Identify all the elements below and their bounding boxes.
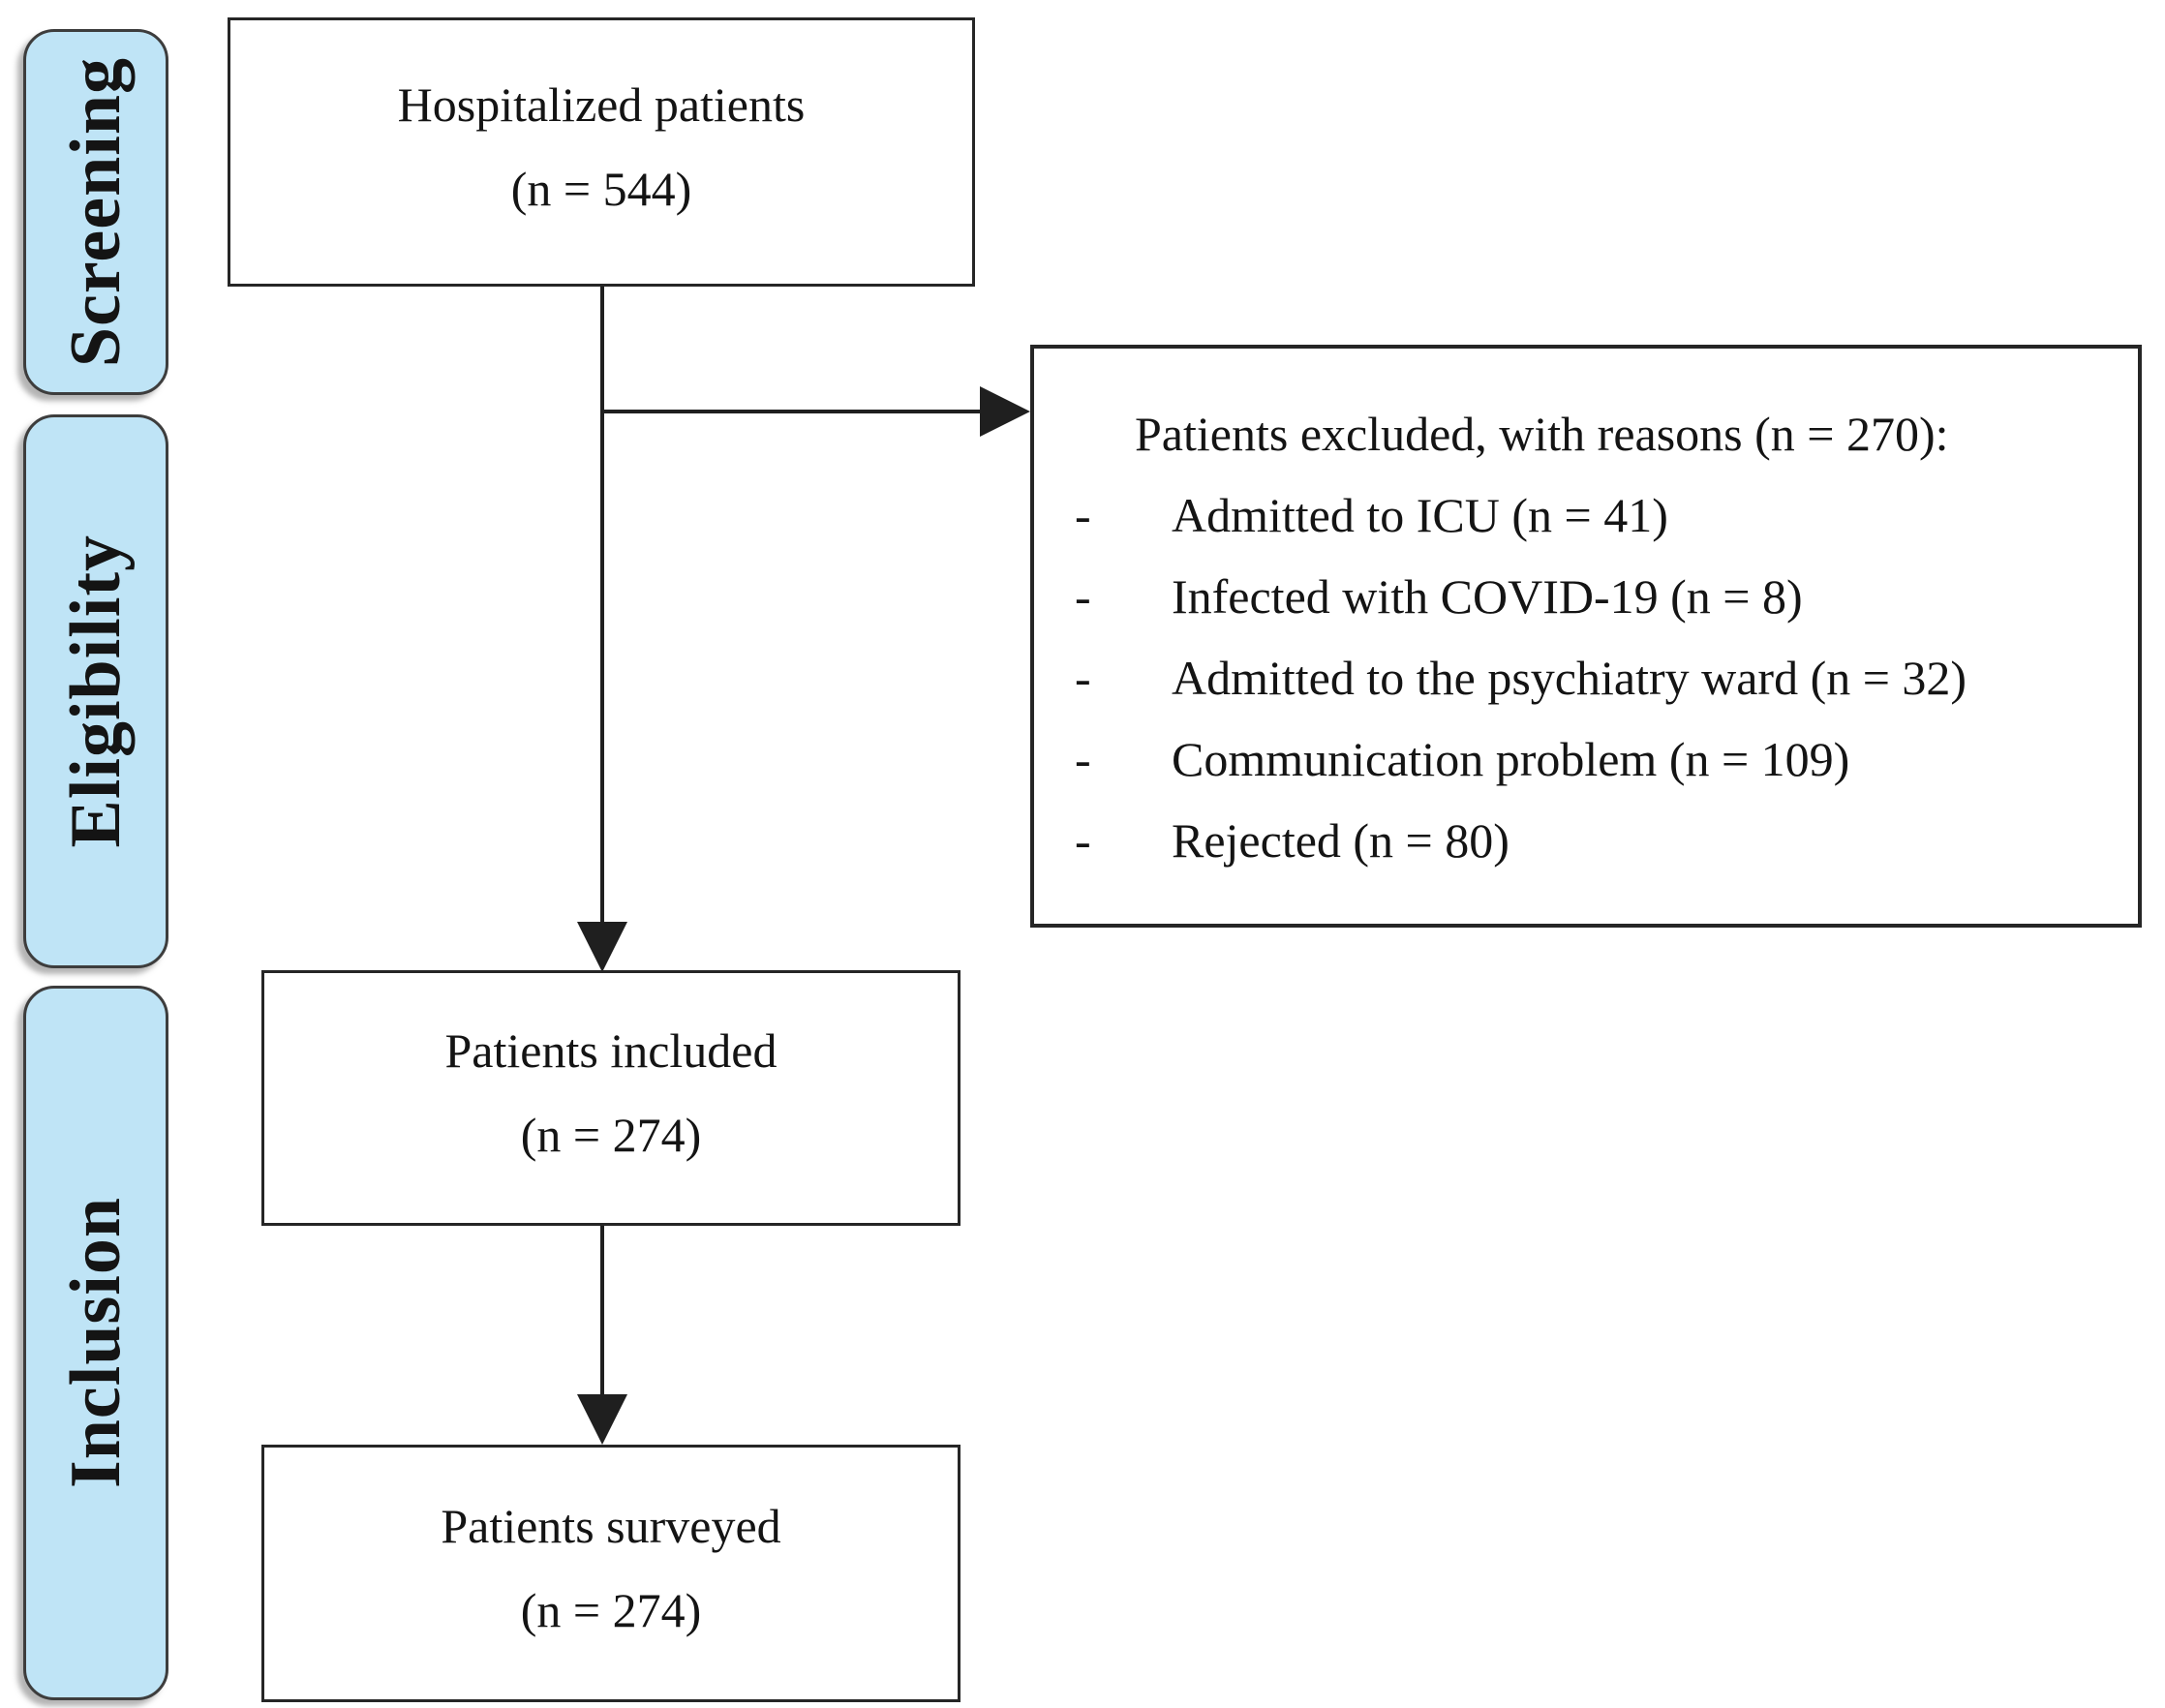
hospitalized-count: (n = 544) [510, 162, 692, 216]
bullet-dash: - [1075, 732, 1091, 786]
bullet-dash: - [1075, 813, 1091, 868]
excluded-title: Patients excluded, with reasons (n = 270… [1135, 407, 1949, 461]
excluded-item: - Communication problem (n = 109) [1034, 718, 2138, 800]
stage-screening-label: Screening [55, 56, 136, 368]
excluded-item: - Rejected (n = 80) [1034, 800, 2138, 881]
included-title: Patients included [444, 1023, 778, 1078]
hospitalized-title: Hospitalized patients [397, 77, 806, 132]
stage-inclusion-label: Inclusion [55, 1197, 136, 1489]
stage-inclusion: Inclusion [23, 986, 168, 1700]
bullet-dash: - [1075, 488, 1091, 542]
flow-box-hospitalized-patients: Hospitalized patients (n = 544) [228, 17, 975, 287]
arrow-line-hospitalized-to-included [600, 287, 604, 926]
bullet-dash: - [1075, 651, 1091, 705]
excluded-item-text: Communication problem (n = 109) [1172, 732, 1850, 786]
excluded-item: - Admitted to ICU (n = 41) [1034, 474, 2138, 556]
arrow-line-branch-to-excluded [602, 410, 982, 413]
excluded-item-text: Admitted to ICU (n = 41) [1172, 488, 1668, 542]
excluded-item-text: Infected with COVID-19 (n = 8) [1172, 569, 1803, 624]
flow-box-patients-excluded: Patients excluded, with reasons (n = 270… [1030, 345, 2142, 928]
arrowhead-down-into-included-icon [577, 922, 627, 972]
arrowhead-right-into-excluded-icon [980, 386, 1030, 437]
included-count: (n = 274) [520, 1108, 702, 1162]
stage-eligibility-label: Eligibility [55, 534, 136, 848]
excluded-item: - Infected with COVID-19 (n = 8) [1034, 556, 2138, 637]
flow-box-patients-surveyed: Patients surveyed (n = 274) [261, 1445, 961, 1702]
excluded-item-text: Admitted to the psychiatry ward (n = 32) [1172, 651, 1967, 705]
surveyed-count: (n = 274) [520, 1583, 702, 1637]
arrow-line-included-to-surveyed [600, 1226, 604, 1396]
stage-screening: Screening [23, 29, 168, 395]
surveyed-title: Patients surveyed [441, 1499, 781, 1553]
stage-eligibility: Eligibility [23, 414, 168, 968]
flow-box-patients-included: Patients included (n = 274) [261, 970, 961, 1226]
arrowhead-down-into-surveyed-icon [577, 1394, 627, 1445]
excluded-item: - Admitted to the psychiatry ward (n = 3… [1034, 637, 2138, 718]
excluded-item-text: Rejected (n = 80) [1172, 813, 1509, 868]
bullet-dash: - [1075, 569, 1091, 624]
